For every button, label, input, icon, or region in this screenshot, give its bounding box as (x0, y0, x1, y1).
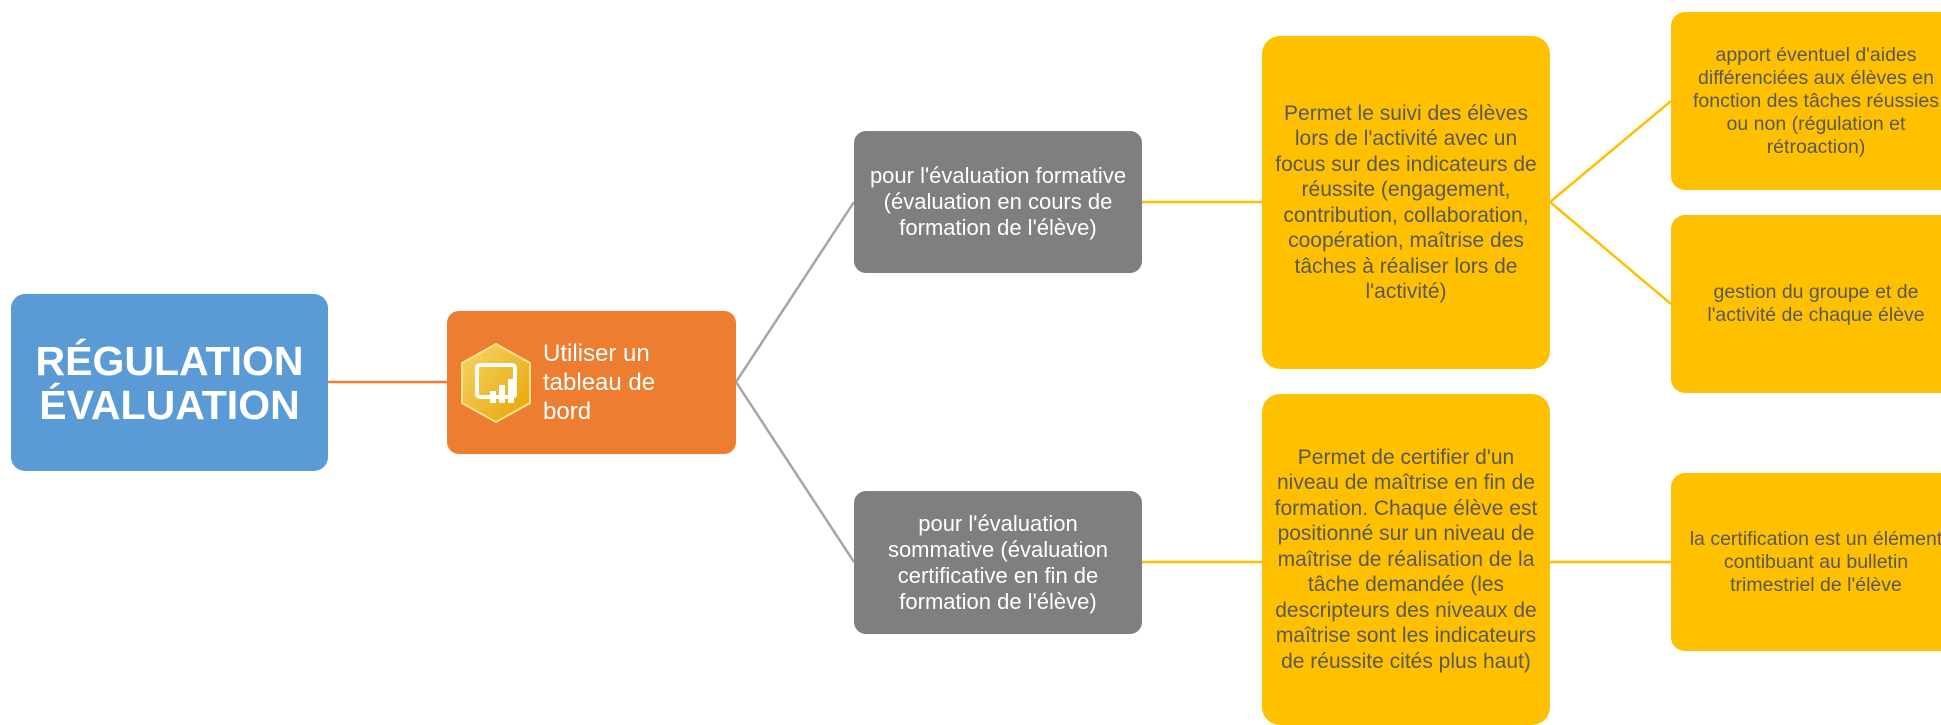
formative-evaluation-node: pour l'évaluation formative (évaluation … (854, 131, 1142, 273)
root-title-line1: RÉGULATION (35, 337, 304, 384)
summative-evaluation-node: pour l'évaluation sommative (évaluation … (854, 491, 1142, 634)
connector-suivi-aides (1549, 100, 1672, 203)
dashboard-node: Utiliser un tableau de bord (447, 311, 736, 454)
report-card-node: la certification est un élément contibua… (1671, 473, 1941, 651)
student-monitoring-node: Permet le suivi des élèves lors de l'act… (1262, 36, 1550, 369)
connector-suivi-groupe (1549, 201, 1672, 305)
connector-tool-formative (734, 201, 856, 383)
dashboard-chart-icon (459, 341, 533, 425)
root-node: RÉGULATION ÉVALUATION (11, 294, 328, 471)
certification-node: Permet de certifier d'un niveau de maîtr… (1262, 394, 1550, 725)
differentiated-help-node: apport éventuel d'aides différenciées au… (1671, 12, 1941, 190)
connector-tool-sommative (734, 381, 856, 563)
group-management-node: gestion du groupe et de l'activité de ch… (1671, 215, 1941, 393)
dashboard-label: Utiliser un tableau de bord (543, 340, 656, 425)
root-title-line2: ÉVALUATION (39, 381, 300, 428)
